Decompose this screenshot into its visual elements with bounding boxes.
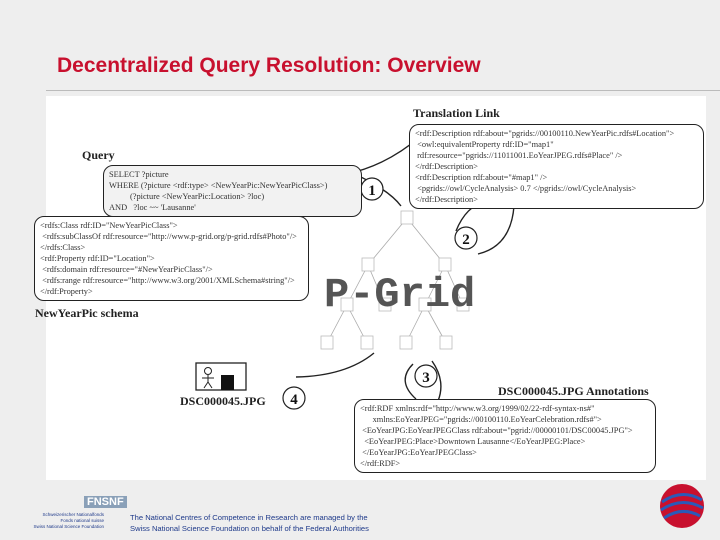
code-line: <rdf:Property rdf:ID="Location"> bbox=[40, 254, 155, 263]
code-line: </rdf:Description> bbox=[415, 195, 478, 204]
footer-line: Swiss National Science Foundation on beh… bbox=[130, 524, 369, 533]
overview-figure: 1 2 3 4 P-Grid Translation Link <rdf:Des… bbox=[34, 96, 706, 480]
code-line: <EoYearJPEG:Place>Downtown Lausanne</EoY… bbox=[360, 437, 586, 446]
code-line: <rdf:Description rdf:about="#map1" /> bbox=[415, 173, 548, 182]
pgrid-logo-text: P-Grid bbox=[324, 271, 475, 319]
code-line: rdf:resource="pgrids://11011001.EoYearJP… bbox=[415, 151, 623, 160]
code-line: (?picture <NewYearPic:Location> ?loc) bbox=[109, 192, 265, 201]
schema-label: NewYearPic schema bbox=[35, 306, 139, 320]
code-line: <EoYearJPG:EoYearJPEGClass rdf:about="pg… bbox=[360, 426, 633, 435]
globe-logo-icon bbox=[660, 484, 704, 528]
annotations-box: <rdf:RDF xmlns:rdf="http://www.w3.org/19… bbox=[354, 399, 656, 473]
translation-link-label: Translation Link bbox=[413, 106, 500, 120]
code-line: </EoYearJPG:EoYearJPEGClass> bbox=[360, 448, 477, 457]
step-1: 1 bbox=[368, 183, 376, 199]
code-line: <pgrids://owl/CycleAnalysis> 0.7 </pgrid… bbox=[415, 184, 637, 193]
slide-title: Decentralized Query Resolution: Overview bbox=[57, 54, 481, 77]
code-line: <rdfs:Class rdf:ID="NewYearPicClass"> bbox=[40, 221, 178, 230]
annotations-label: DSC000045.JPG Annotations bbox=[498, 384, 649, 398]
code-line: <rdfs:domain rdf:resource="#NewYearPicCl… bbox=[40, 265, 213, 274]
code-line: AND ?loc ~~ 'Lausanne' bbox=[109, 203, 196, 212]
code-line: WHERE (?picture <rdf:type> <NewYearPic:N… bbox=[109, 181, 328, 190]
pgrid-nodes bbox=[320, 210, 470, 350]
code-line: <rdfs:range rdf:resource="http://www.w3.… bbox=[40, 276, 295, 285]
footer-line: The National Centres of Competence in Re… bbox=[130, 513, 368, 522]
image-label: DSC000045.JPG bbox=[180, 394, 266, 408]
step-circles bbox=[282, 177, 478, 410]
schema-box: <rdfs:Class rdf:ID="NewYearPicClass"> <r… bbox=[34, 216, 309, 301]
step-4: 4 bbox=[290, 392, 298, 408]
code-line: </rdfs:Class> bbox=[40, 243, 86, 252]
code-line: <rdfs:subClassOf rdf:resource="http://ww… bbox=[40, 232, 297, 241]
code-line: xmlns:EoYearJPEG="pgrids://00100110.EoYe… bbox=[360, 415, 602, 424]
logo-line: Schweizerischer Nationalfonds bbox=[42, 512, 104, 517]
code-line: <rdf:Description rdf:about="pgrids://001… bbox=[415, 129, 675, 138]
code-line: <owl:equivalentProperty rdf:ID="map1" bbox=[415, 140, 554, 149]
translation-link-box: <rdf:Description rdf:about="pgrids://001… bbox=[409, 124, 704, 209]
query-label: Query bbox=[82, 148, 115, 162]
title-divider bbox=[46, 90, 720, 91]
fnsnf-logo-lines: Schweizerischer Nationalfonds Fonds nati… bbox=[18, 512, 104, 530]
photo-icon bbox=[195, 362, 247, 391]
logo-line: Fonds national suisse bbox=[60, 518, 104, 523]
code-line: </rdf:Description> bbox=[415, 162, 478, 171]
code-line: </rdf:RDF> bbox=[360, 459, 401, 468]
diagram-lines: 1 2 3 4 P-Grid bbox=[195, 135, 515, 410]
step-3: 3 bbox=[422, 370, 430, 386]
logo-line: Swiss National Science Foundation bbox=[33, 524, 104, 529]
code-line: </rdf:Property> bbox=[40, 287, 93, 296]
code-line: SELECT ?picture bbox=[109, 170, 169, 179]
code-line: <rdf:RDF xmlns:rdf="http://www.w3.org/19… bbox=[360, 404, 595, 413]
footer-text: The National Centres of Competence in Re… bbox=[130, 512, 369, 534]
fnsnf-logo: FNSNF bbox=[84, 496, 127, 508]
step-2: 2 bbox=[462, 232, 470, 248]
